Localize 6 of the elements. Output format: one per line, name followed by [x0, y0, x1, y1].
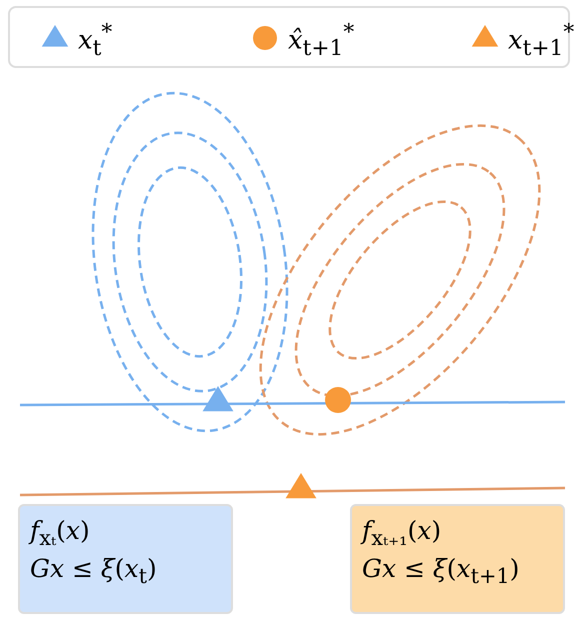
formula-box	[18, 504, 233, 614]
formula-text: Gx ≤ ξ(x$_{t+1}$)	[362, 554, 520, 588]
formula-box	[350, 504, 565, 614]
formula-text: f$_{xₜ}$(x)	[30, 516, 91, 550]
formula-text: f$_{xₜ₊₁}$(x)	[362, 516, 442, 550]
formula-text: Gx ≤ ξ(x$_{t}$)	[30, 554, 158, 588]
